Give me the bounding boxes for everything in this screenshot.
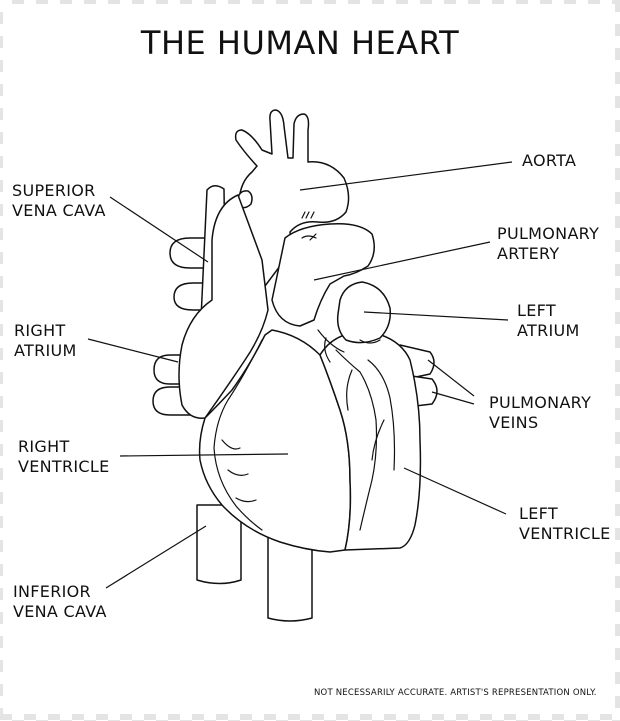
label-inferior-vena-cava: INFERIOR VENA CAVA	[13, 582, 107, 622]
leader-right-ventricle	[119, 453, 289, 457]
coronary-vessel-top	[317, 329, 345, 363]
left-atrium-shape	[336, 281, 392, 344]
label-right-atrium-line-1: RIGHT	[14, 321, 66, 340]
leader-superior-vena-cava	[109, 196, 209, 263]
label-right-atrium: RIGHT ATRIUM	[14, 321, 77, 361]
label-pulmonary-artery-line-2: ARTERY	[497, 244, 560, 263]
leader-left-ventricle	[403, 467, 507, 515]
leader-pulmonary-veins-upper	[427, 359, 475, 397]
coronary-vessel-right	[213, 339, 263, 531]
label-superior-vena-cava: SUPERIOR VENA CAVA	[12, 181, 106, 221]
diagram-title: THE HUMAN HEART	[140, 24, 460, 62]
label-left-atrium-line-1: LEFT	[517, 301, 556, 320]
label-pulmonary-veins-line-2: VEINS	[489, 413, 539, 432]
label-left-atrium: LEFT ATRIUM	[517, 301, 580, 341]
disclaimer-footnote: NOT NECESSARILY ACCURATE. ARTIST'S REPRE…	[314, 688, 597, 698]
label-left-ventricle: LEFT VENTRICLE	[519, 504, 611, 544]
label-superior-vena-cava-line-1: SUPERIOR	[12, 181, 96, 200]
coronary-vessel-left	[335, 349, 378, 531]
aortic-arch-shape	[234, 109, 350, 291]
label-inferior-vena-cava-line-1: INFERIOR	[13, 582, 91, 601]
leader-aorta	[299, 161, 513, 191]
leader-inferior-vena-cava	[105, 525, 207, 589]
label-left-ventricle-line-1: LEFT	[519, 504, 558, 523]
label-pulmonary-artery-line-1: PULMONARY	[497, 224, 600, 243]
label-pulmonary-veins: PULMONARY VEINS	[489, 393, 591, 433]
label-right-atrium-line-2: ATRIUM	[14, 341, 77, 360]
right-atrium-shape	[178, 194, 269, 419]
pulmonary-artery-detail	[301, 233, 317, 241]
label-inferior-vena-cava-line-2: VENA CAVA	[13, 602, 107, 621]
label-aorta: AORTA	[522, 151, 576, 171]
leader-pulmonary-artery	[313, 241, 491, 281]
pulmonary-artery-shape	[271, 222, 375, 327]
leader-right-atrium	[87, 338, 179, 363]
left-ventricle-shape	[319, 331, 422, 551]
label-aorta-line-1: AORTA	[522, 151, 577, 170]
inferior-vena-cava-shape	[196, 504, 242, 585]
label-right-ventricle: RIGHT VENTRICLE	[18, 437, 110, 477]
label-right-ventricle-line-1: RIGHT	[18, 437, 70, 456]
right-pulmonary-vein-upper	[169, 237, 211, 269]
leader-left-atrium	[363, 311, 509, 321]
aorta-detail	[301, 211, 315, 219]
coronary-vessel-right-branch	[221, 439, 257, 503]
label-superior-vena-cava-line-2: VENA CAVA	[12, 201, 106, 220]
leader-pulmonary-veins-lower	[431, 391, 475, 405]
label-left-atrium-line-2: ATRIUM	[517, 321, 580, 340]
label-pulmonary-artery: PULMONARY ARTERY	[497, 224, 599, 264]
coronary-vessel-left-branch	[346, 339, 396, 471]
label-pulmonary-veins-line-1: PULMONARY	[489, 393, 592, 412]
label-right-ventricle-line-2: VENTRICLE	[18, 457, 110, 476]
label-left-ventricle-line-2: VENTRICLE	[519, 524, 611, 543]
